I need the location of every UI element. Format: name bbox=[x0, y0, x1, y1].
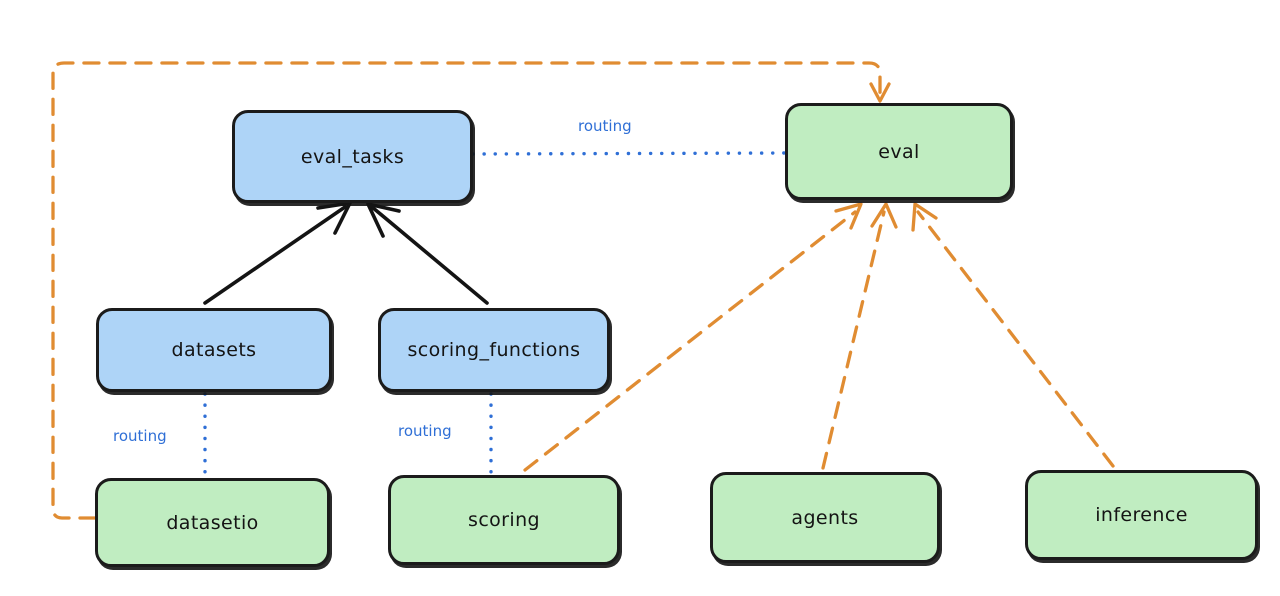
node-datasets[interactable]: datasets bbox=[96, 308, 332, 392]
node-inference[interactable]: inference bbox=[1025, 470, 1258, 560]
node-scoring-label: scoring bbox=[468, 509, 540, 531]
node-scoring-functions[interactable]: scoring_functions bbox=[378, 308, 610, 392]
node-eval-tasks-label: eval_tasks bbox=[300, 145, 405, 168]
node-datasetio[interactable]: datasetio bbox=[95, 478, 330, 567]
edge-datasets-to-eval_tasks bbox=[203, 201, 352, 305]
edge-eval_tasks-to-eval bbox=[471, 151, 787, 156]
edge-label-routing-eval-tasks-eval: routing bbox=[578, 117, 632, 135]
node-eval-tasks[interactable]: eval_tasks bbox=[232, 110, 473, 203]
node-datasetio-label: datasetio bbox=[166, 511, 259, 534]
node-datasets-label: datasets bbox=[171, 339, 257, 361]
edge-inference-to-eval bbox=[911, 202, 1115, 468]
node-scoring-functions-label: scoring_functions bbox=[407, 339, 581, 361]
edge-label-routing-scoring-functions-scoring: routing bbox=[398, 422, 452, 440]
node-eval-label: eval bbox=[878, 140, 920, 163]
edge-label-routing-datasets-datasetio: routing bbox=[113, 427, 167, 445]
node-agents-label: agents bbox=[791, 506, 859, 529]
edge-agents-to-eval bbox=[821, 202, 898, 470]
edge-scoring_functions-to-eval_tasks bbox=[366, 202, 489, 305]
node-scoring[interactable]: scoring bbox=[388, 475, 620, 565]
node-agents[interactable]: agents bbox=[710, 472, 940, 563]
node-inference-label: inference bbox=[1095, 504, 1188, 526]
node-eval[interactable]: eval bbox=[785, 103, 1013, 200]
